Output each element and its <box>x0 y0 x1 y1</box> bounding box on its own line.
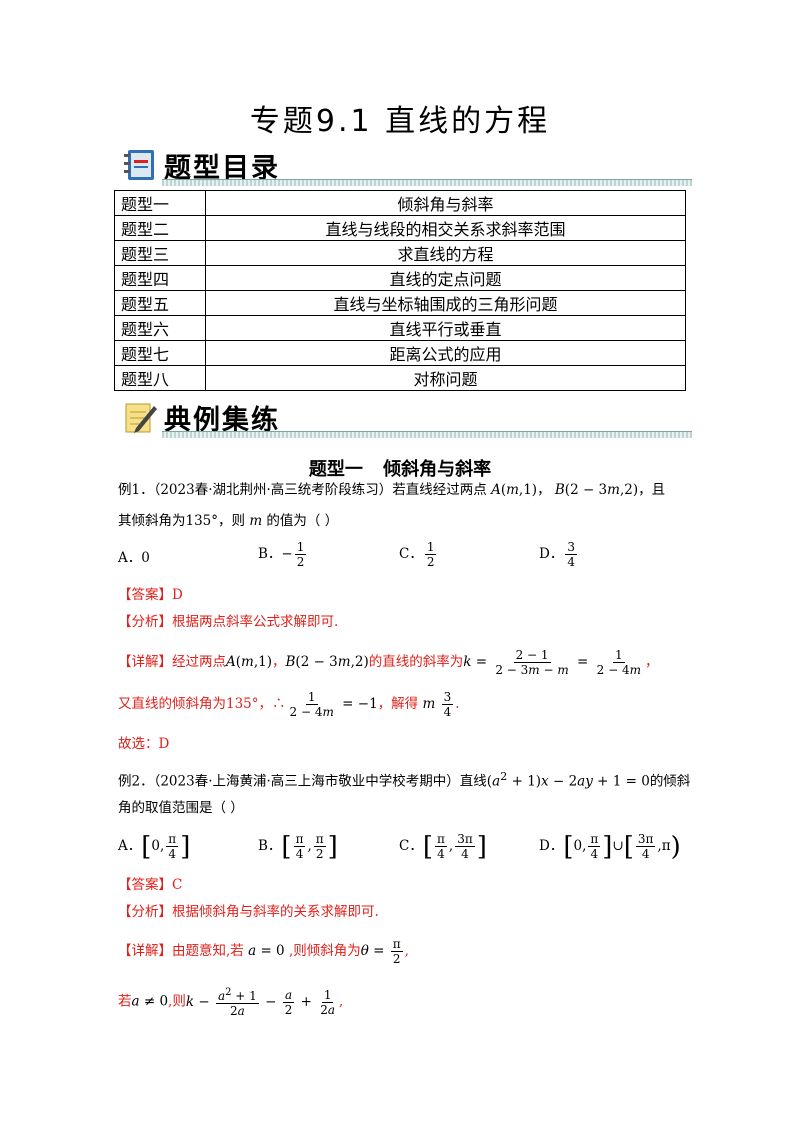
toc-topic: 直线与线段的相交关系求斜率范围 <box>205 215 686 241</box>
option-d-label: D． <box>539 546 564 562</box>
toc-label: 题型六 <box>114 315 206 341</box>
toc-row: 题型六直线平行或垂直 <box>114 315 686 341</box>
toc-row: 题型二直线与线段的相交关系求斜率范围 <box>114 215 686 241</box>
ex1-question-line2: 其倾斜角为135°，则 m 的值为（ ） <box>118 513 339 529</box>
examples-heading: 典例集练 <box>164 405 280 436</box>
ex1-option-a: A．0 <box>118 550 150 566</box>
option-c-label: C． <box>399 838 423 854</box>
detail2b-text: ，解得 <box>377 696 419 712</box>
pencil-note-icon <box>125 403 157 433</box>
toc-label: 题型五 <box>114 290 206 316</box>
answer-tag: 【答案】 <box>118 587 172 603</box>
option-b-label: B． <box>258 546 282 562</box>
option-a-label: A． <box>118 838 142 854</box>
page-title: 专题9.1 直线的方程 <box>249 104 551 139</box>
section-divider <box>162 179 692 186</box>
toc-row: 题型四直线的定点问题 <box>114 265 686 291</box>
answer-value: C <box>172 877 183 893</box>
ex1-line2b-text: 的值为（ ） <box>266 513 339 529</box>
toc-label: 题型四 <box>114 265 206 291</box>
ex2-question-line1: 例2．（2023春·上海黄浦·高三上海市敬业中学校考期中）直线(a2 + 1)x… <box>118 770 691 790</box>
answer-tag: 【答案】 <box>118 877 172 893</box>
examples-section-header: 典例集练 <box>122 398 692 438</box>
ex1-answer: 【答案】D <box>118 585 183 605</box>
detail2-text: 又直线的倾斜角为135°，∴ <box>118 696 286 712</box>
toc-topic: 求直线的方程 <box>205 240 686 266</box>
toc-topic: 距离公式的应用 <box>205 340 686 366</box>
toc-label: 题型八 <box>114 365 206 391</box>
option-c-label: C． <box>399 546 423 562</box>
ex1-conclusion: 故选：D <box>118 736 170 752</box>
toc-topic: 倾斜角与斜率 <box>205 190 686 216</box>
analysis-text: 根据两点斜率公式求解即可. <box>172 614 339 630</box>
detail1b-text: ,则倾斜角为 <box>288 943 361 959</box>
toc-label: 题型一 <box>114 190 206 216</box>
ex1-analysis: 【分析】根据两点斜率公式求解即可. <box>118 612 338 632</box>
toc-row: 题型七距离公式的应用 <box>114 340 686 366</box>
type1-heading: 题型一 倾斜角与斜率 <box>308 459 492 480</box>
toc-row: 题型八对称问题 <box>114 365 686 391</box>
ex1-detail-line1: 【详解】经过两点A(m,1)，B(2 − 3m,2)的直线的斜率为k = 2 −… <box>118 648 659 677</box>
detail2b-text: ,则 <box>168 993 186 1010</box>
ex2-analysis: 【分析】根据倾斜角与斜率的关系求解即可. <box>118 902 379 922</box>
toc-topic: 直线的定点问题 <box>205 265 686 291</box>
toc-row: 题型五直线与坐标轴围成的三角形问题 <box>114 290 686 316</box>
analysis-tag: 【分析】 <box>118 614 172 630</box>
toc-label: 题型二 <box>114 215 206 241</box>
toc-section-header: 题型目录 <box>122 146 692 186</box>
ex2-line1-text: 例2．（2023春·上海黄浦·高三上海市敬业中学校考期中）直线 <box>118 773 487 790</box>
analysis-tag: 【分析】 <box>118 904 172 920</box>
detail-tag: 【详解】 <box>118 943 172 959</box>
detail1b-text: 的直线的斜率为 <box>368 654 464 670</box>
option-b-label: B． <box>258 838 282 854</box>
toc-topic: 对称问题 <box>205 365 686 391</box>
notebook-icon <box>124 150 154 180</box>
toc-topic: 直线与坐标轴围成的三角形问题 <box>205 290 686 316</box>
ex2-answer: 【答案】C <box>118 875 182 895</box>
ex2-line1b-text: 的倾斜 <box>649 773 691 790</box>
toc-heading: 题型目录 <box>164 153 280 184</box>
toc-label: 题型三 <box>114 240 206 266</box>
toc-topic: 直线平行或垂直 <box>205 315 686 341</box>
option-d-label: D． <box>539 838 564 854</box>
detail1-text: 由题意知,若 <box>172 943 244 959</box>
section-divider <box>162 431 692 438</box>
answer-value: D <box>172 587 183 603</box>
detail-tag: 【详解】 <box>118 654 172 670</box>
analysis-text: 根据倾斜角与斜率的关系求解即可. <box>172 904 379 920</box>
ex1-line1-text: 例1．（2023春·湖北荆州·高三统考阶段练习）若直线经过两点 <box>118 482 487 498</box>
ex1-line2-text: 其倾斜角为135°，则 <box>118 513 246 529</box>
toc-label: 题型七 <box>114 340 206 366</box>
ex2-question-line2: 角的取值范围是（ ） <box>118 800 244 816</box>
ex1-question-line1: 例1．（2023春·湖北荆州·高三统考阶段练习）若直线经过两点 A(m,1)， … <box>118 482 666 498</box>
toc-row: 题型一倾斜角与斜率 <box>114 190 686 216</box>
toc-table: 题型一倾斜角与斜率题型二直线与线段的相交关系求斜率范围题型三求直线的方程题型四直… <box>114 190 686 391</box>
detail1-text: 经过两点 <box>172 654 226 670</box>
toc-row: 题型三求直线的方程 <box>114 240 686 266</box>
detail2-text: 若 <box>118 993 132 1010</box>
